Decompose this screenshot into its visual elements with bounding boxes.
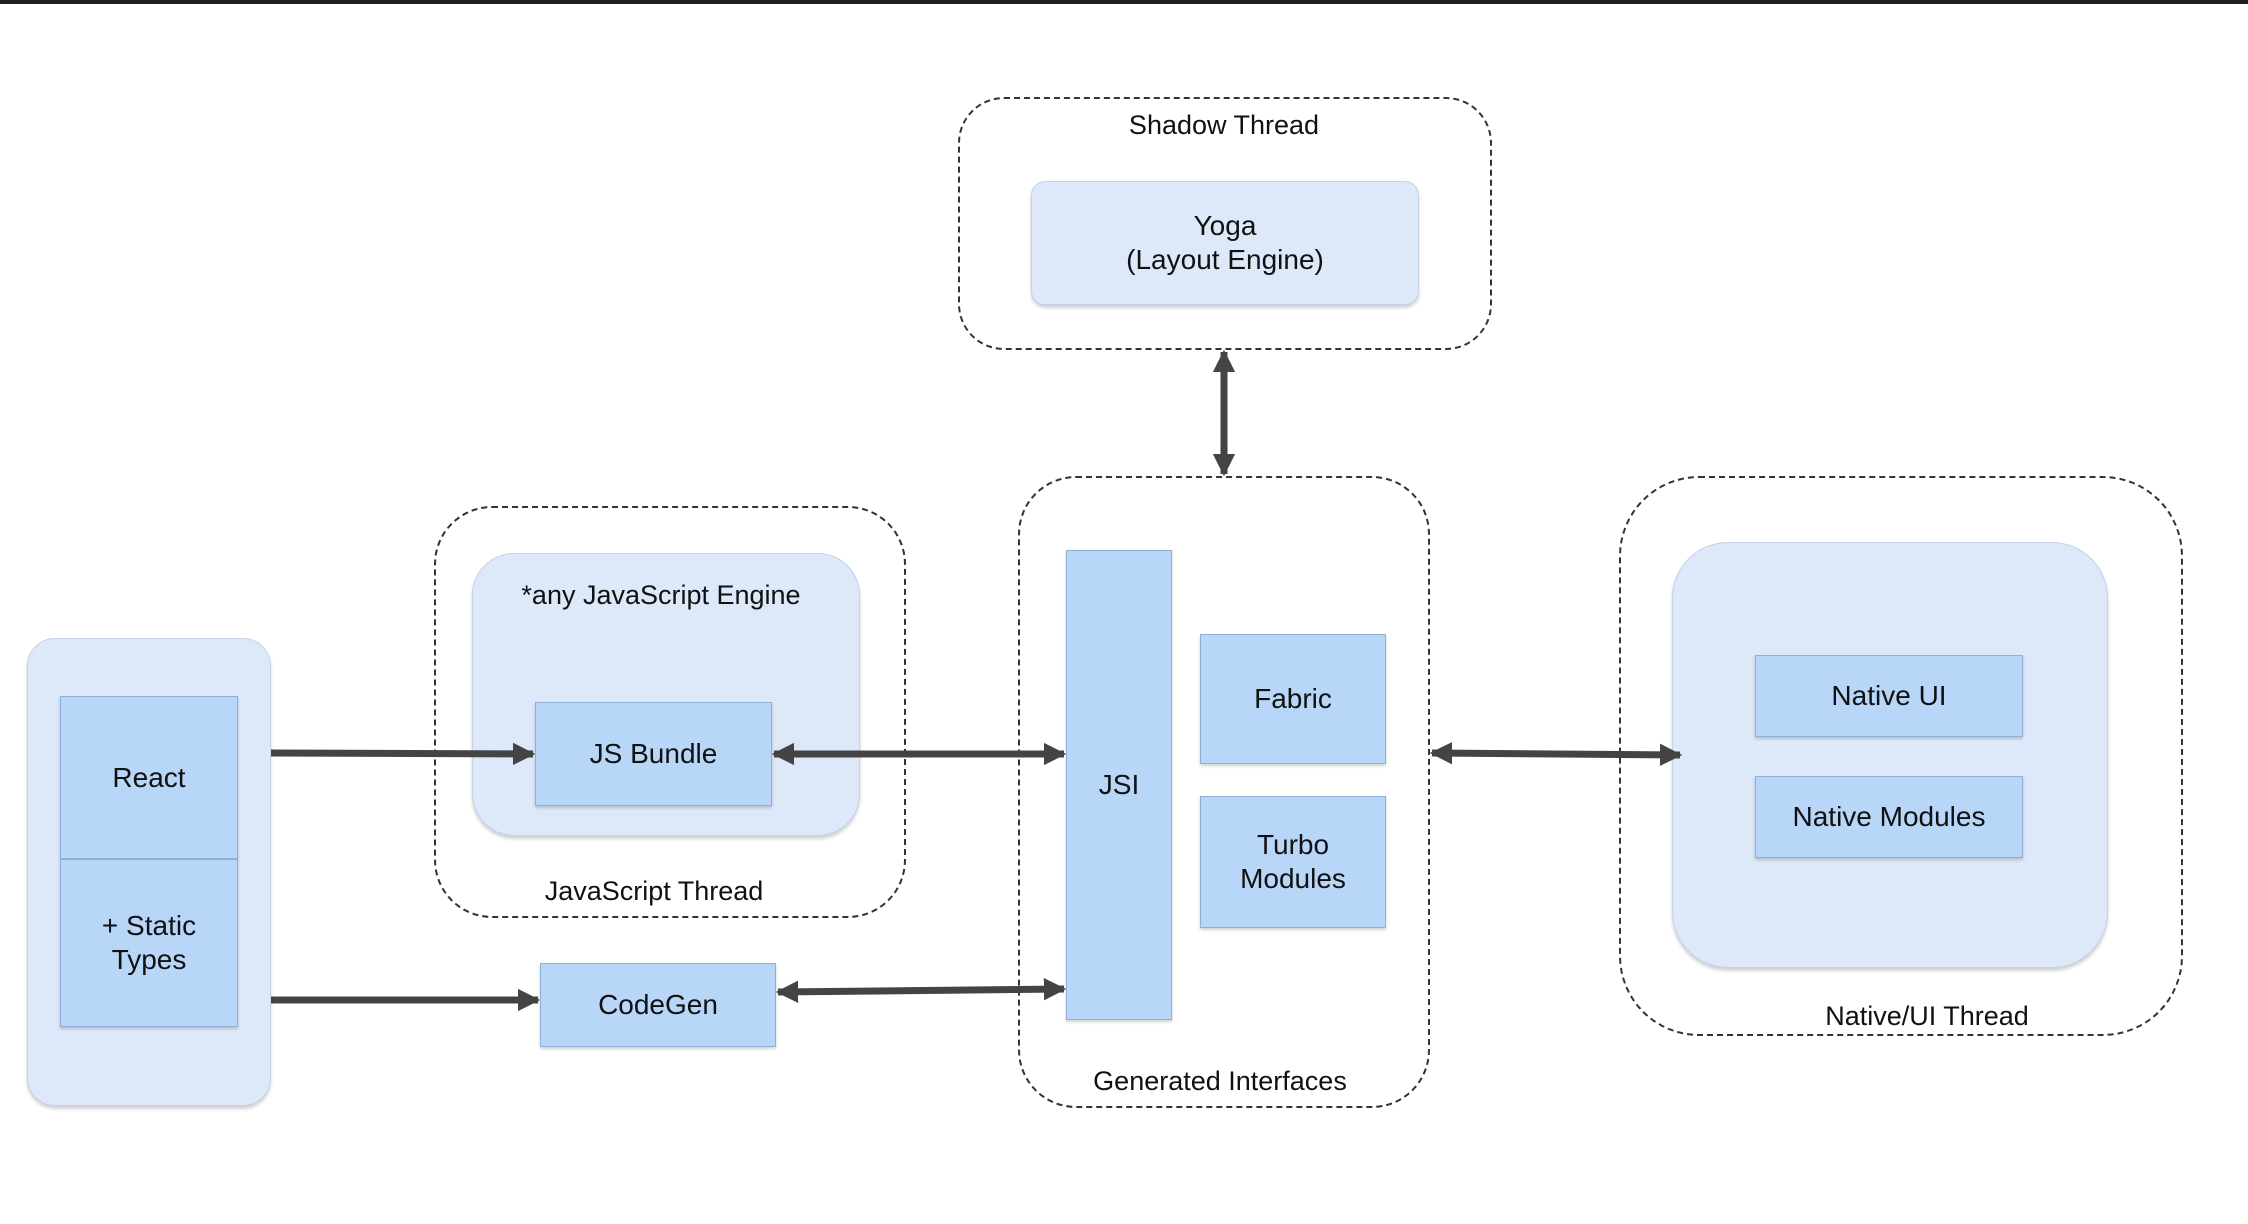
arrow-react-to-js-bundle xyxy=(270,742,536,766)
native-panel xyxy=(1672,542,2108,968)
arrow-generated-native xyxy=(1429,741,1683,767)
shadow-thread-container xyxy=(958,97,1492,350)
javascript-thread-container xyxy=(434,506,906,918)
yoga-box: Yoga (Layout Engine) xyxy=(1031,181,1419,305)
native-modules-box: Native Modules xyxy=(1755,776,2023,858)
static-types-box: + Static Types xyxy=(60,859,238,1027)
react-box: React xyxy=(60,696,238,859)
js-bundle-box: JS Bundle xyxy=(535,702,772,806)
shadow-thread-label: Shadow Thread xyxy=(1128,110,1320,140)
top-border xyxy=(0,0,2248,4)
arrow-codegen-jsi xyxy=(775,978,1067,1003)
native-ui-box: Native UI xyxy=(1755,655,2023,737)
native-ui-thread-label: Native/UI Thread xyxy=(1825,1001,2029,1031)
javascript-thread-label: JavaScript Thread xyxy=(544,876,764,906)
generated-interfaces-container xyxy=(1018,476,1430,1108)
fabric-box: Fabric xyxy=(1200,634,1386,764)
codegen-box: CodeGen xyxy=(540,963,776,1047)
js-engine-label: *any JavaScript Engine xyxy=(521,580,801,610)
turbo-modules-box: Turbo Modules xyxy=(1200,796,1386,928)
generated-interfaces-label: Generated Interfaces xyxy=(1093,1066,1347,1096)
jsi-box: JSI xyxy=(1066,550,1172,1020)
